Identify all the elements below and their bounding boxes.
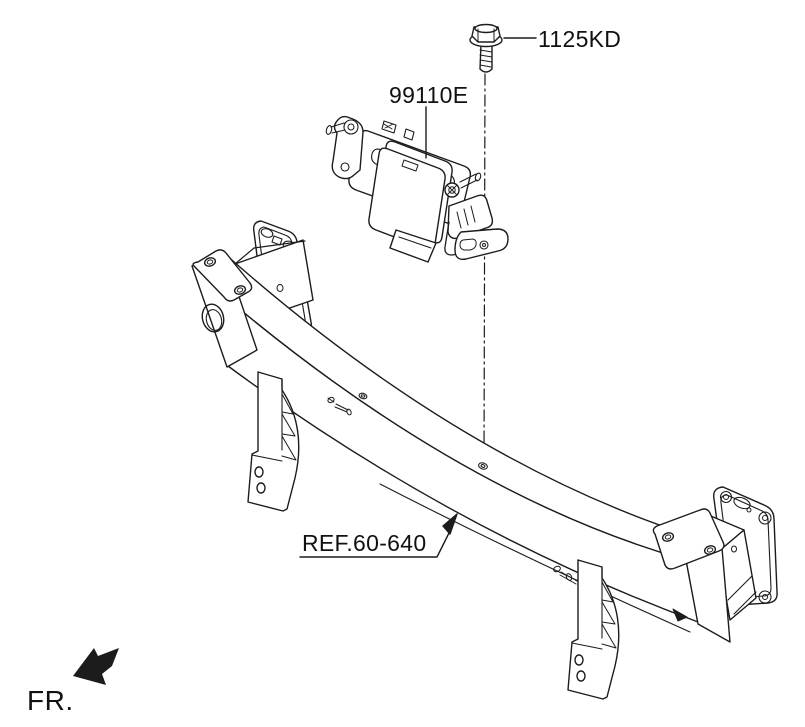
flange-bolt [469,23,503,73]
sensor-part-label: 99110E [389,82,468,108]
small-clip [672,608,688,622]
callout-leaders [73,37,537,685]
small-screw-left [327,396,352,416]
bumper-reinforcement-beam [191,249,731,643]
assembly-centerline [483,73,486,464]
ref-leader-line [299,530,451,558]
beam-ref-label: REF.60-640 [302,530,426,556]
ref-arrowhead [442,513,458,535]
front-direction-label: FR. [27,685,74,716]
front-direction-arrow-icon [73,648,119,685]
front-radar-unit-assembly [325,115,509,263]
bolt-part-label: 1125KD [538,26,621,52]
